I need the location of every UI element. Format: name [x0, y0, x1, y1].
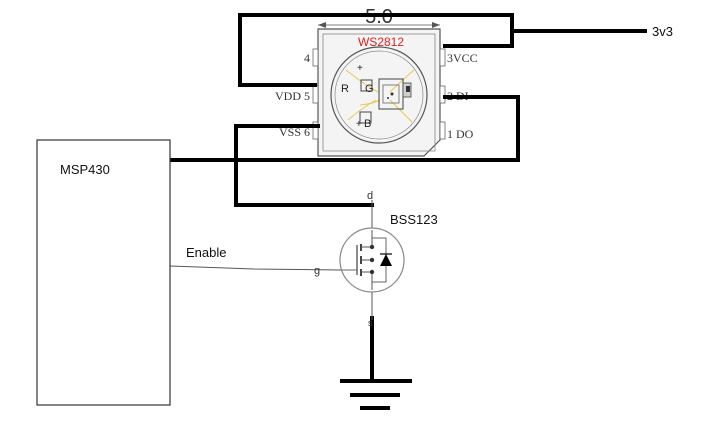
msp430-label: MSP430: [60, 162, 110, 177]
pin-stub-1: [439, 121, 446, 140]
label-drain: d: [367, 190, 373, 202]
wire-vss-drain: [234, 124, 374, 207]
die-label-b: B: [364, 118, 371, 130]
die-dot: [387, 97, 389, 99]
pin-label-vcc: 3VCC: [447, 51, 478, 65]
bss123-mosfet: [339, 227, 405, 293]
bond-wire: [345, 69, 379, 93]
dimension-arrow-right: [432, 22, 440, 28]
pin-stub-2: [439, 85, 446, 104]
chip-square: [359, 111, 372, 124]
driver-ic-inner: [382, 84, 400, 104]
msp430-block: [36, 139, 171, 406]
pin-label-4: 4: [304, 51, 310, 65]
pin-stub-5: [312, 85, 319, 104]
led-die: + R G + B: [341, 63, 415, 130]
die-label-plus-top: +: [357, 63, 363, 74]
label-enable: Enable: [186, 245, 226, 260]
label-source: s: [368, 318, 373, 328]
bond-wire: [389, 69, 415, 93]
wire-data-in: [168, 95, 520, 162]
bond-wire: [347, 99, 377, 121]
die-label-plus-bottom: +: [356, 119, 362, 130]
ws2812-package: 5.0 WS2812 + R G + B 4: [275, 6, 478, 157]
lens-outer-ring: [330, 46, 428, 144]
body-diode-triangle: [380, 254, 392, 266]
lens-inner-ring: [334, 50, 424, 140]
chip-square: [360, 79, 373, 92]
label-3v3: 3v3: [652, 24, 673, 39]
wire-vdd-loop: [238, 13, 514, 87]
node-dot: [369, 257, 375, 263]
wire-enable: [169, 265, 343, 271]
wiring: [168, 13, 647, 382]
bss123-label: BSS123: [390, 212, 438, 227]
pin-label-vdd: VDD 5: [275, 89, 310, 103]
pin-stub-6: [312, 121, 319, 140]
node-dot: [369, 244, 375, 250]
die-label-g: G: [365, 83, 374, 95]
node-dot: [369, 269, 375, 275]
pin-stub-3: [439, 48, 446, 67]
pin-label-do: 1 DO: [447, 127, 474, 141]
die-dot: [390, 92, 394, 96]
thin-wiring: [169, 200, 373, 320]
pin-label-vss: VSS 6: [279, 125, 310, 139]
dimension-arrow-left: [318, 22, 326, 28]
bond-wire: [389, 99, 413, 123]
die-label-r: R: [341, 83, 349, 95]
ground-symbol: [340, 379, 412, 410]
package-inner-outline: [322, 33, 436, 152]
label-gate: g: [314, 265, 320, 277]
pin-stub-4: [312, 48, 319, 67]
ws2812-label: WS2812: [358, 35, 404, 49]
driver-pad-dark: [406, 86, 410, 92]
